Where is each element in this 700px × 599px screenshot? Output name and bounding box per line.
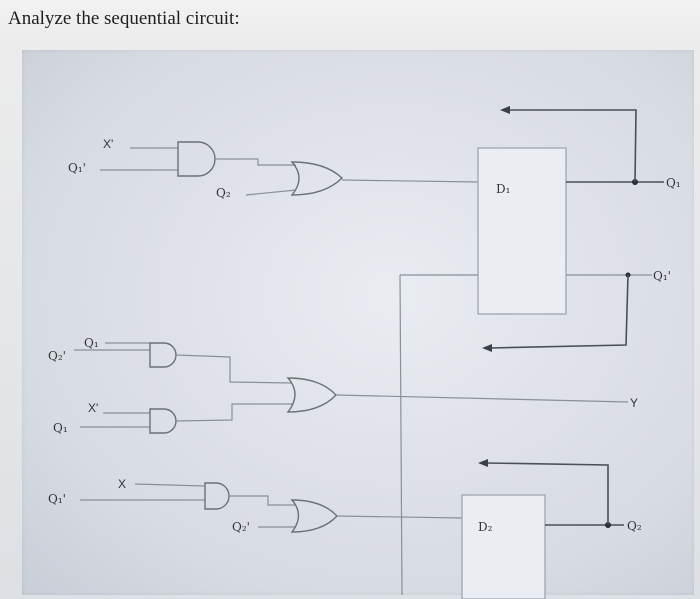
label-q1-prime-output: Q₁' xyxy=(653,269,671,283)
label-q1-prime-bottom: Q₁' xyxy=(48,492,66,506)
or-gate-1 xyxy=(290,161,344,196)
and-gate-2 xyxy=(149,342,177,368)
and-gate-4 xyxy=(204,482,230,510)
page-title: Analyze the sequential circuit: xyxy=(8,8,240,29)
wire-q2-to-or1 xyxy=(245,189,297,196)
or-gate-2 xyxy=(286,377,337,413)
arrow-q1prime-feedback xyxy=(482,344,492,352)
wire-q1prime-feedback xyxy=(489,274,629,349)
and-gate-1 xyxy=(177,141,216,177)
wire-q1-feedback xyxy=(508,109,637,183)
d1-flipflop xyxy=(477,147,567,315)
wire-and2-to-or2 xyxy=(175,354,293,384)
label-q1-and2: Q₁ xyxy=(84,336,99,350)
wire-or1-to-d1 xyxy=(341,179,479,183)
label-y-output: Y xyxy=(630,396,638,410)
label-d1: D₁ xyxy=(496,182,510,196)
wire-and3-to-or2 xyxy=(175,403,292,422)
label-x-input: X xyxy=(118,477,126,491)
label-q1-mid: Q₁ xyxy=(53,421,68,435)
wire-or2-to-y xyxy=(335,394,629,403)
label-d2: D₂ xyxy=(478,520,493,534)
arrow-q1-feedback xyxy=(500,106,510,114)
wire-q2-feedback xyxy=(485,462,609,525)
label-q2-and-input: Q₂ xyxy=(216,186,231,200)
wire-x-to-and4 xyxy=(134,483,206,487)
wire-and1-to-or1 xyxy=(214,158,296,166)
wire-vertical-bus xyxy=(399,274,403,596)
label-q2-prime-mid: Q₂' xyxy=(48,349,66,363)
wire-or3-to-d2 xyxy=(336,515,463,519)
wire-and4-to-or3 xyxy=(229,495,296,506)
label-x-prime-1: X' xyxy=(103,137,113,151)
label-q2-output: Q₂ xyxy=(627,519,642,533)
label-q1-prime-top: Q₁' xyxy=(68,161,86,175)
label-q1-output: Q₁ xyxy=(666,176,681,190)
label-q2-prime-bottom: Q₂' xyxy=(232,520,250,534)
or-gate-3 xyxy=(290,499,338,533)
label-x-prime-2: X' xyxy=(88,401,98,415)
circuit-canvas xyxy=(22,50,694,595)
and-gate-3 xyxy=(149,408,177,434)
d2-flipflop xyxy=(461,494,546,599)
arrow-q2-feedback xyxy=(478,459,488,467)
